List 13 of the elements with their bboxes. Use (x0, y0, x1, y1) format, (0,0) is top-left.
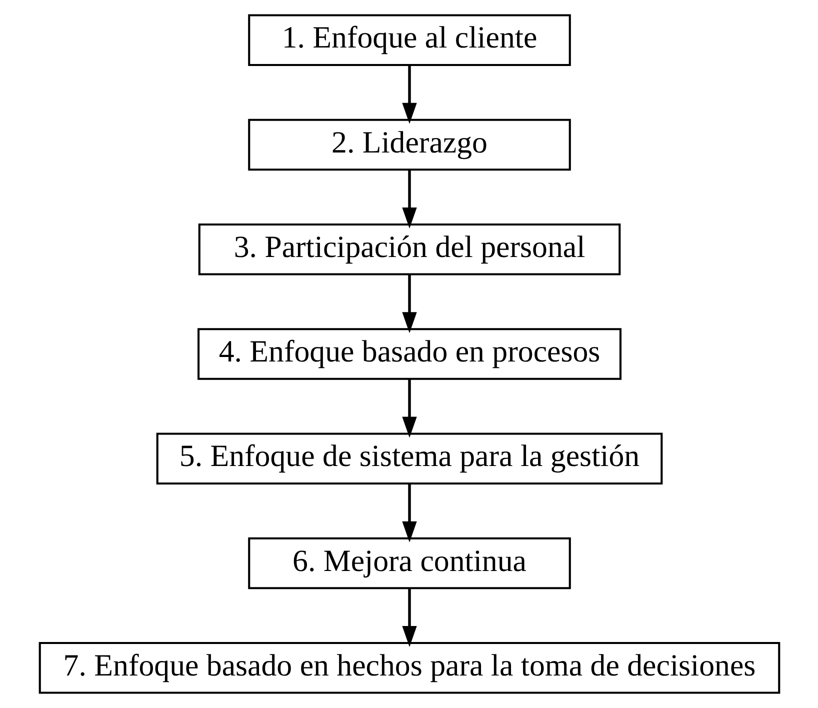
node-box: 7. Enfoque basado en hechos para la toma de decisiones (38, 642, 780, 694)
node-box: 5. Enfoque de sistema para la gestión (156, 432, 662, 485)
arrow (402, 484, 416, 542)
node-box: 6. Mejora continua (248, 537, 570, 590)
node-box: 3. Participación del personal (198, 223, 620, 276)
node-box: 1. Enfoque al cliente (248, 14, 570, 66)
arrow (402, 379, 416, 438)
arrow (402, 65, 416, 124)
node-box: 2. Liderazgo (248, 118, 570, 171)
node-box: 4. Enfoque basado en procesos (197, 328, 621, 380)
arrow (402, 588, 416, 647)
arrow (402, 170, 416, 228)
arrow (402, 274, 416, 334)
